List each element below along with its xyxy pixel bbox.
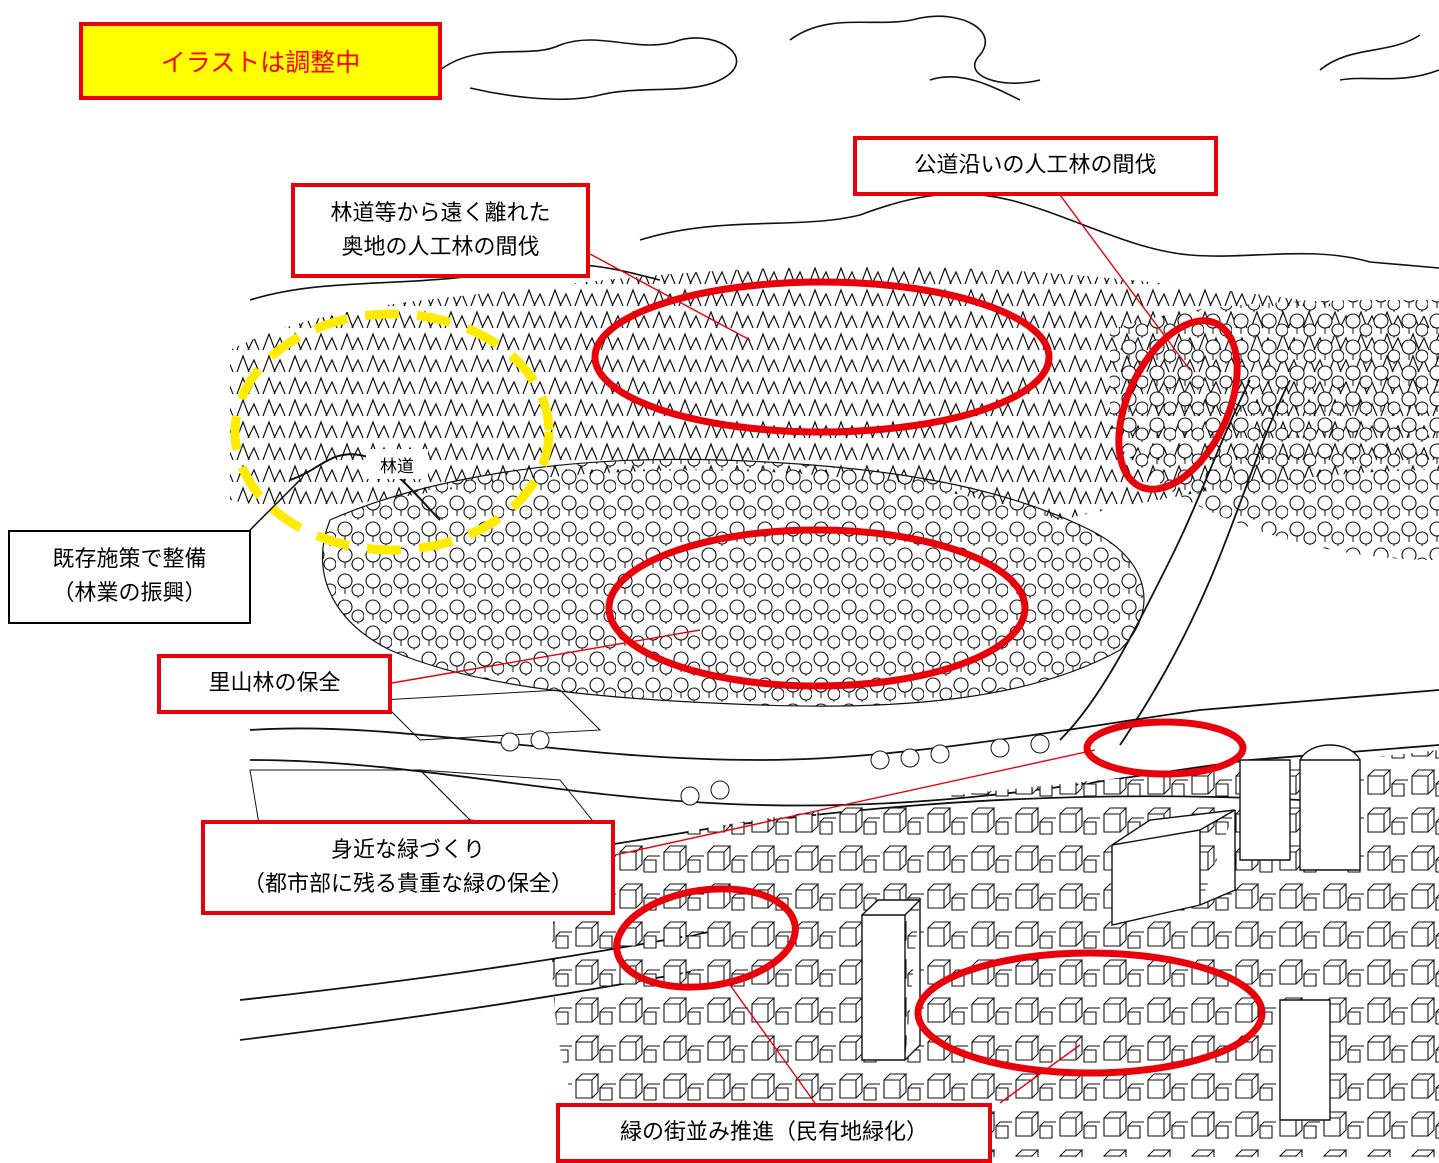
broadleaf-forest xyxy=(322,458,1145,707)
callout-text-line2: 奥地の人工林の間伐 xyxy=(341,234,540,260)
callout-remote-thinning: 林道等から遠く離れた 奥地の人工林の間伐 xyxy=(291,183,590,278)
status-banner: イラストは調整中 xyxy=(79,22,442,100)
callout-text: 公道沿いの人工林の間伐 xyxy=(914,153,1157,178)
high-rise-buildings xyxy=(861,744,1361,1121)
callout-text-line1: 既存施策で整備 xyxy=(52,547,207,572)
private-green-ellipse-right xyxy=(914,949,1266,1077)
remote-plantation-ellipse xyxy=(591,278,1053,436)
callout-text-line2: （都市部に残る貴重な緑の保全） xyxy=(242,871,573,897)
callout-nearby-green: 身近な緑づくり （都市部に残る貴重な緑の保全） xyxy=(201,820,615,915)
forest-road-dashed-ellipse xyxy=(230,309,554,555)
callout-existing-policy: 既存施策で整備 （林業の振興） xyxy=(8,530,251,624)
callout-green-streetscape: 緑の街並み推進（民有地緑化） xyxy=(556,1103,992,1163)
urban-green-ellipse xyxy=(1083,718,1247,778)
forest-road-label: 林道 xyxy=(366,449,428,479)
callout-text-line1: 林道等から遠く離れた xyxy=(330,200,551,226)
forest-road-leader-line xyxy=(249,479,301,531)
highlight-ellipses xyxy=(591,278,1266,1077)
callout-text: 緑の街並み推進（民有地緑化） xyxy=(619,1120,928,1145)
forest-road-label-text: 林道 xyxy=(380,456,414,477)
satoyama-ellipse xyxy=(605,526,1029,690)
clouds xyxy=(439,15,1439,101)
callout-satoyama: 里山林の保全 xyxy=(157,654,392,714)
callout-text-line2: （林業の振興） xyxy=(52,581,207,606)
private-green-ellipse-left xyxy=(613,885,799,991)
forest-road xyxy=(289,453,441,521)
east-forest xyxy=(1110,300,1439,560)
callout-text: 里山林の保全 xyxy=(208,671,341,696)
callout-public-road-thinning: 公道沿いの人工林の間伐 xyxy=(853,136,1218,196)
callout-text-line1: 身近な緑づくり xyxy=(330,837,485,863)
roadside-trees xyxy=(500,730,1050,806)
roadside-plantation-ellipse xyxy=(1115,317,1241,493)
status-banner-text: イラストは調整中 xyxy=(160,48,361,77)
